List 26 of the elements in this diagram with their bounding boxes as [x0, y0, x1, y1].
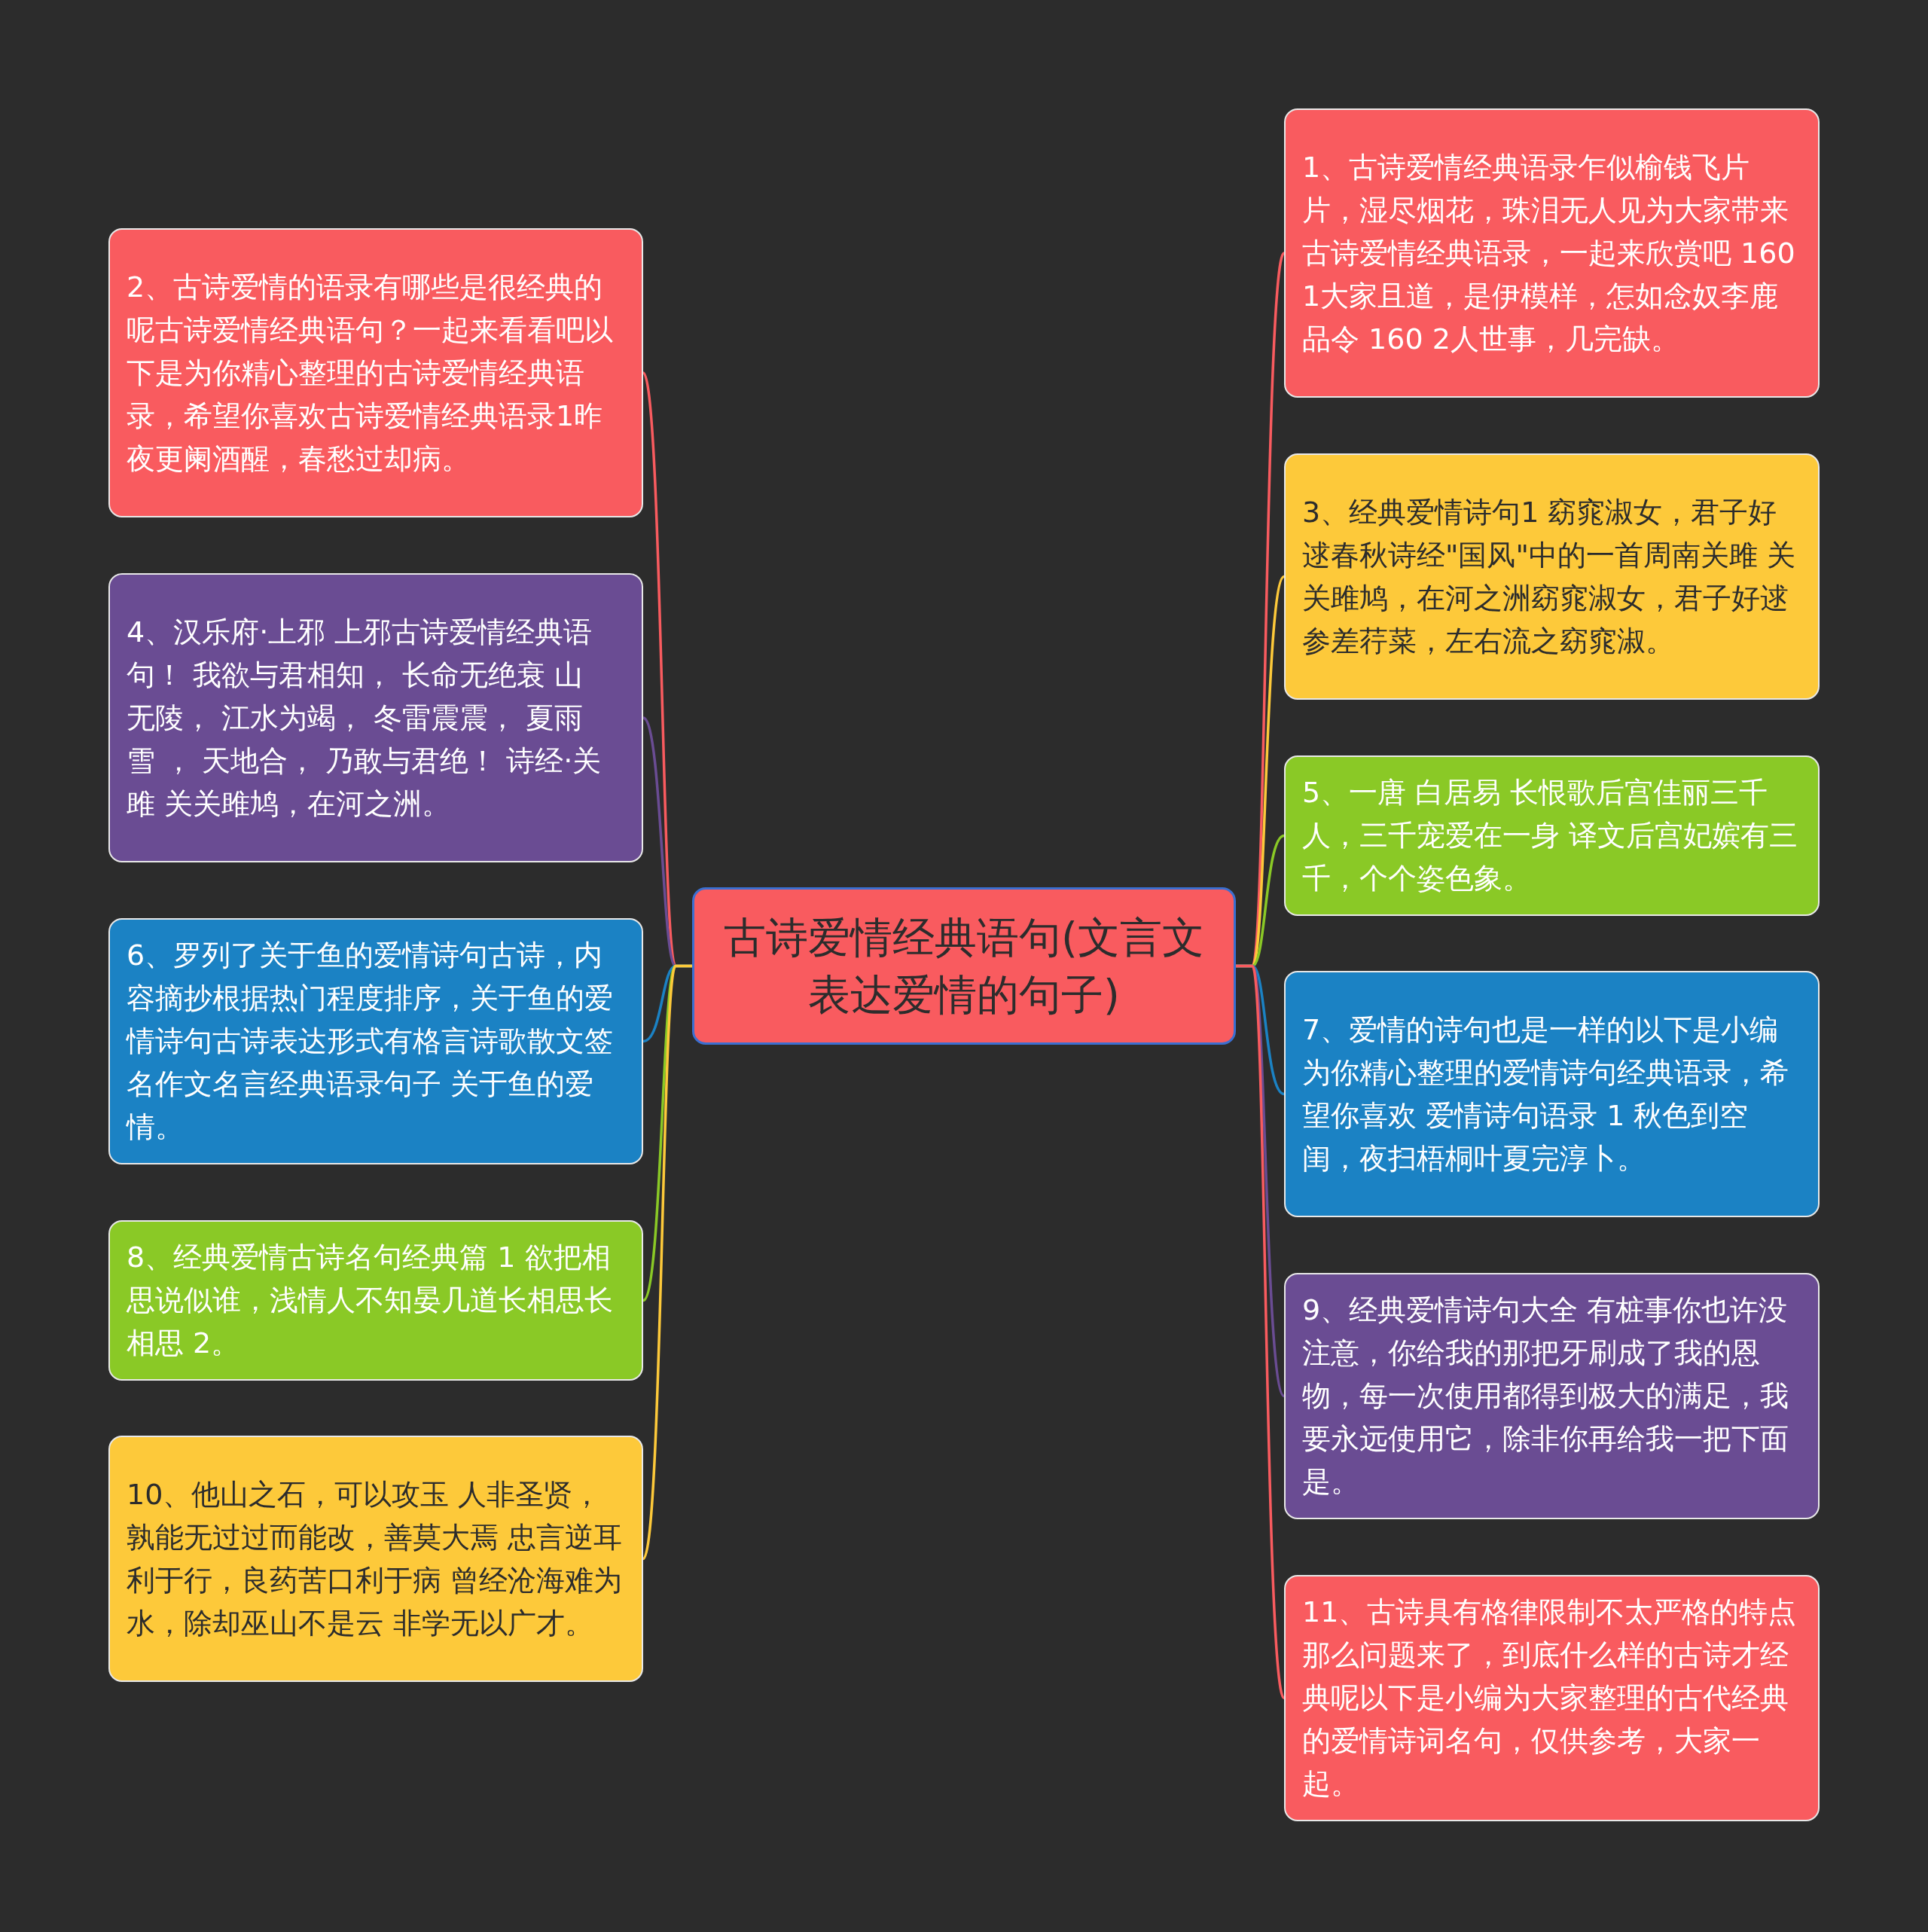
topic-box — [1284, 453, 1820, 700]
topic-text: 3、经典爱情诗句1 窈窕淑女，君子好逑春秋诗经"国风"中的一首周南关雎 关关雎鸠，在河之洲窈窕淑女，君子好逑参差荇菜，左右流之窈窕淑。 — [1302, 494, 1797, 659]
topic-text: 2、古诗爱情的语录有哪些是很经典的呢古诗爱情经典语句？一起来看看吧以下是为你精心整理的古诗爱情经典语录，希望你喜欢古诗爱情经典语录1昨夜更阑酒醒，春愁过却病。 — [127, 269, 614, 477]
topic-text: 11、古诗具有格律限制不太严格的特点那么问题来了，到底什么样的古诗才经典呢以下是小编为大家整理的古代经典的爱情诗词名句，仅供参考，大家一起。 — [1302, 1595, 1798, 1802]
topic-box — [108, 573, 643, 862]
topic-box — [108, 1436, 643, 1682]
topic-text: 7、爱情的诗句也是一样的以下是小编为你精心整理的爱情诗句经典语录，希望你喜欢 爱情诗句语录 1 秋色到空闺，夜扫梧桐叶夏完淳卜。 — [1302, 1012, 1789, 1177]
topic-text: 6、罗列了关于鱼的爱情诗句古诗，内容摘抄根据热门程度排序，关于鱼的爱情诗句古诗表达形式有格言诗歌散文签名作文名言经典语录句子 关于鱼的爱情。 — [127, 938, 614, 1145]
topic-box — [108, 228, 643, 517]
topic-text: 5、一唐 白居易 长恨歌后宫佳丽三千人，三千宠爱在一身 译文后宫妃嫔有三千，个个姿色象。 — [1302, 775, 1799, 896]
topic-box — [108, 918, 643, 1164]
topic-box — [1284, 755, 1820, 916]
topic-text: 8、经典爱情古诗名句经典篇 1 欲把相思说似谁，浅情人不知晏几道长相思长相思 2。 — [127, 1240, 614, 1361]
connector-line — [642, 964, 692, 1560]
topic-box — [1284, 108, 1820, 398]
central-topic-box — [692, 887, 1236, 1045]
topic-text: 9、经典爱情诗句大全 有桩事你也许没注意，你给我的那把牙刷成了我的恩物，每一次使用都得到极大的满足，我要永远使用它，除非你再给我一把下面是。 — [1302, 1293, 1789, 1500]
topic-text: 10、他山之石，可以攻玉 人非圣贤，孰能无过过而能改，善莫大焉 忠言逆耳利于行，良药苦口利于病 曾经沧海难为水，除却巫山不是云 非学无以广才。 — [127, 1476, 624, 1641]
topic-title: 古诗爱情经典语句(文言文表达爱情的句子) — [723, 911, 1205, 1021]
connector-line — [1236, 964, 1286, 1699]
topic-box — [108, 1220, 643, 1381]
topic-box — [1284, 1575, 1820, 1821]
topic-text: 4、汉乐府·上邪 上邪古诗爱情经典语句！ 我欲与君相知， 长命无绝衰 山无陵， 江水为竭， 冬雷震震， 夏雨雪 ， 天地合， 乃敢与君绝！ 诗经·关雎 关关雎鸠，在河之洲。 — [127, 614, 602, 822]
topic-box — [1284, 971, 1820, 1217]
topic-text: 1、古诗爱情经典语录乍似榆钱飞片片，湿尽烟花，珠泪无人见为大家带来古诗爱情经典语录，一起来欣赏吧 160 1大家且道，是伊模样，怎如念奴李鹿品令 160 2人世事，几完缺。 — [1302, 149, 1796, 357]
topic-box — [1284, 1273, 1820, 1519]
